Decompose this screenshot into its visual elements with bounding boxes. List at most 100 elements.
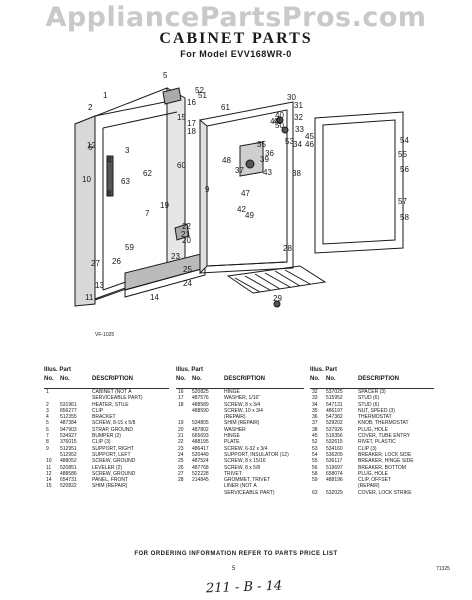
illus-number: 17 (178, 395, 184, 402)
callout-50: 50 (275, 121, 284, 130)
illus-number: 10 (46, 458, 52, 465)
callout-20: 20 (182, 236, 191, 245)
parts-row: SERVICEABLE PART) (44, 395, 169, 401)
part-number: 487802 (192, 426, 209, 433)
part-number: 488590 (192, 407, 209, 414)
part-number: 486417 (192, 445, 209, 452)
illus-number: 20 (178, 426, 184, 433)
illus-number: 45 (312, 433, 318, 440)
callout-24: 24 (183, 279, 192, 288)
illus-number: 1 (46, 389, 49, 395)
column-heading: Illus. Part No. No. DESCRIPTION (310, 366, 434, 389)
callout-16: 16 (187, 98, 196, 107)
part-number: 547382 (326, 414, 343, 421)
callout-48: 48 (222, 156, 231, 165)
callout-23: 23 (171, 252, 180, 261)
part-description: BREAKER, BOTTOM (358, 464, 406, 471)
part-description: PLUG, HOLE (358, 470, 389, 477)
callout-6: 6 (88, 143, 93, 152)
part-number: 519697 (326, 464, 343, 471)
part-number: 520449 (192, 451, 209, 458)
illus-number: 7 (46, 433, 49, 440)
callout-56: 56 (400, 165, 409, 174)
callout-15: 15 (177, 113, 186, 122)
illus-number: 24 (178, 451, 184, 458)
part-description: BRACKET (92, 414, 116, 421)
part-description: SUPPORT, LEFT (92, 451, 131, 458)
illus-number: 38 (312, 426, 318, 433)
callout-19: 19 (160, 201, 169, 210)
part-description: STUD (6) (358, 395, 380, 402)
document-code: 71325 (436, 566, 450, 572)
part-number: 512951 (60, 445, 77, 452)
callout-37: 37 (235, 166, 244, 175)
part-description: STUD (6) (358, 401, 380, 408)
part-description: STRAP, GROUND (92, 426, 134, 433)
callout-36: 36 (265, 149, 274, 158)
callout-26: 26 (112, 257, 121, 266)
page-title: CABINET PARTS (159, 30, 313, 47)
illus-number: 58 (312, 470, 318, 477)
column-heading: Illus. Part No. No. DESCRIPTION (44, 366, 169, 389)
illus-number: 63 (312, 489, 318, 496)
heading-illus-part: Illus. Part (44, 367, 72, 373)
part-description: (REPAIR) (358, 483, 380, 490)
part-number: 532615 (326, 439, 343, 446)
illus-number: 21 (178, 433, 184, 440)
callout-33: 33 (295, 125, 304, 134)
part-number: 488196 (326, 477, 343, 484)
illus-number: 23 (178, 445, 184, 452)
part-description: COVER, TUBE ENTRY (358, 433, 411, 440)
part-description: THERMOSTAT (358, 414, 392, 421)
breaker-frame-drawing (314, 111, 404, 254)
column-heading: Illus. Part No. No. DESCRIPTION (176, 366, 304, 389)
heading-no: No. (310, 376, 320, 382)
part-description: SHIM (REPAIR) (224, 420, 260, 427)
part-description: KNOB, THERMOSTAT (358, 420, 409, 427)
callout-40: 40 (275, 111, 284, 120)
part-number: 487576 (192, 395, 209, 402)
illus-number: 32 (312, 389, 318, 395)
part-description: PLATE (224, 439, 240, 446)
illus-number: 56 (312, 464, 318, 471)
callout-4: 4 (107, 156, 112, 165)
callout-14: 14 (150, 293, 159, 302)
callout-42: 42 (237, 205, 246, 214)
part-number: 486197 (326, 407, 343, 414)
callout-51: 51 (198, 91, 207, 100)
part-number: 488586 (60, 470, 77, 477)
callout-45: 45 (305, 132, 314, 141)
part-number: 512952 (60, 451, 77, 458)
callout-1: 1 (103, 91, 108, 100)
parts-column-3: Illus. Part No. No. DESCRIPTION 32 537025… (310, 366, 434, 546)
callout-25: 25 (183, 265, 192, 274)
part-number: 856277 (60, 407, 77, 414)
ordering-footer: FOR ORDERING INFORMATION REFER TO PARTS … (134, 551, 338, 557)
callout-62: 62 (143, 169, 152, 178)
part-description: WASHER (224, 426, 246, 433)
part-description: SUPPORT, INSULATOR (12) (224, 451, 289, 458)
callout-9: 9 (205, 185, 210, 194)
heading-description: DESCRIPTION (358, 376, 400, 382)
part-number: 534927 (60, 433, 77, 440)
part-number: 537025 (326, 389, 343, 395)
callout-43: 43 (263, 168, 272, 177)
parts-row: (REPAIR) (176, 414, 304, 420)
part-description: HEATER, STILE (92, 401, 129, 408)
part-number: 487384 (60, 420, 77, 427)
